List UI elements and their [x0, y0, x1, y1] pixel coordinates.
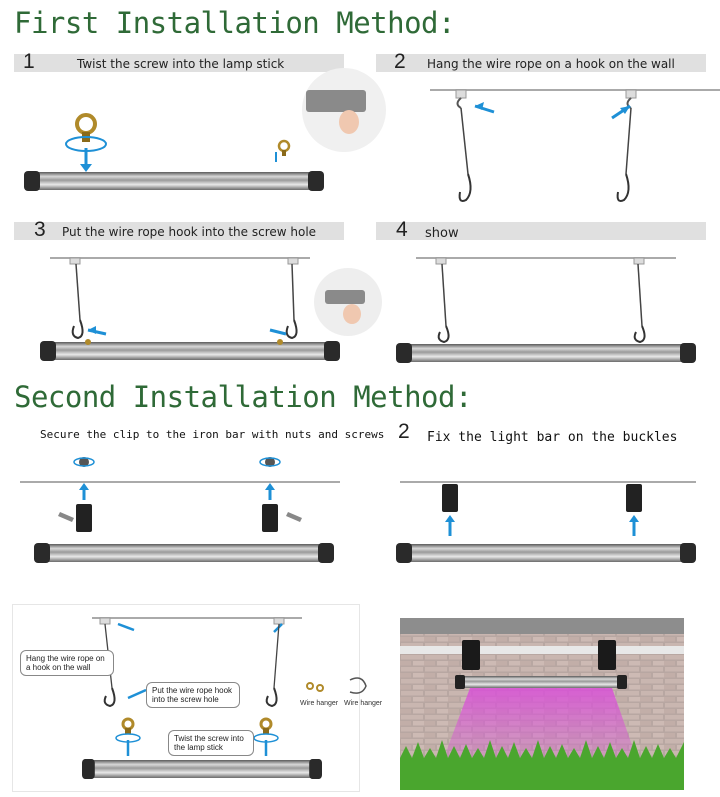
step-number-3: 3 [34, 218, 46, 242]
clip-icon-right [262, 504, 278, 532]
step-text-4: show [425, 226, 459, 241]
method2-step-number-2: 2 [398, 420, 410, 444]
screw-eye-icon-left [123, 719, 133, 734]
step-number-2: 2 [394, 50, 406, 74]
step1-illustration [14, 82, 374, 212]
step3-illustration [30, 250, 390, 380]
wire-hanger-icon-1 [307, 683, 323, 691]
step-text-3: Put the wire rope hook into the screw ho… [62, 225, 316, 239]
method2-step1-illustration [16, 448, 356, 588]
label-wire-hanger-2: Wire hanger [344, 700, 382, 707]
method2-title: Second Installation Method: [14, 380, 472, 414]
callout-hang: Hang the wire rope on a hook on the wall [20, 650, 114, 676]
step-text-2: Hang the wire rope on a hook on the wall [427, 57, 675, 71]
method2-step2-illustration [396, 448, 716, 588]
method2-step2-text: Fix the light bar on the buckles [427, 430, 677, 445]
step2-illustration [420, 82, 720, 212]
clip-icon [76, 504, 92, 532]
method1-title: First Installation Method: [14, 6, 455, 40]
method2-step1-text: Secure the clip to the iron bar with nut… [40, 428, 384, 441]
screw-eye-icon-right [261, 719, 271, 734]
nut-icon [74, 457, 94, 467]
screw-icon-right [286, 512, 302, 522]
buckle-icon-right [626, 484, 642, 512]
photo-grow-light [400, 618, 684, 790]
callout-twist: Twist the screw into the lamp stick [168, 730, 254, 756]
nut-icon-right [260, 457, 280, 467]
callout-put: Put the wire rope hook into the screw ho… [146, 682, 240, 708]
step-number-4: 4 [396, 218, 408, 242]
step4-illustration [396, 250, 716, 380]
screw-icon [58, 512, 74, 522]
label-wire-hanger-1: Wire hanger [300, 700, 338, 707]
screw-small-icon [279, 141, 289, 156]
step-text-1: Twist the screw into the lamp stick [77, 57, 284, 71]
step-number-1: 1 [23, 50, 35, 74]
buckle-icon [442, 484, 458, 512]
